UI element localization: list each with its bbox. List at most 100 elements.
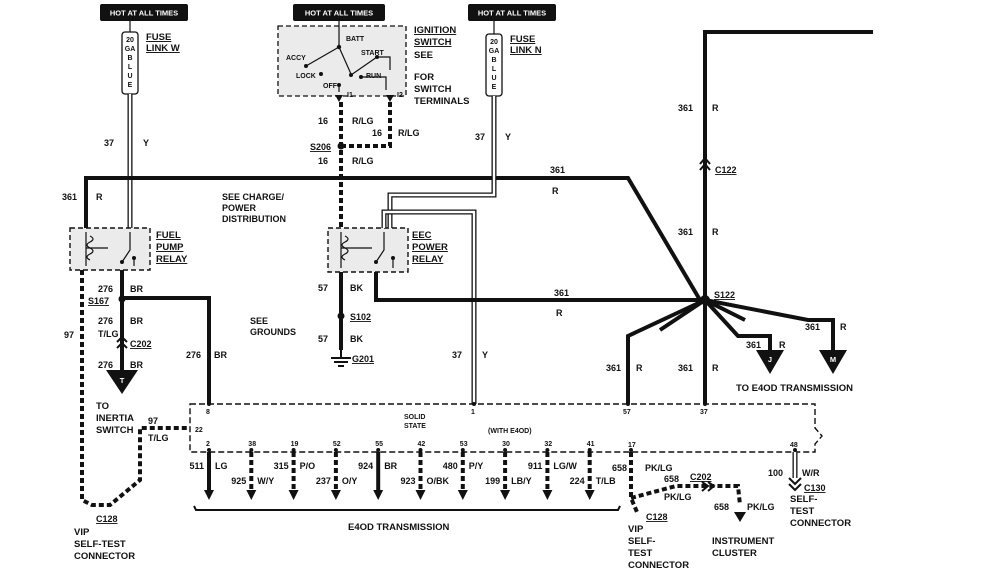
connector-c202-right-label: C202 bbox=[690, 472, 712, 482]
fuse-link-w-gauge: 20 GA B L U E bbox=[125, 37, 136, 89]
output-pin-label: 2 bbox=[206, 441, 210, 448]
wire-16-r-lg bbox=[339, 102, 392, 228]
output-circuit-color: O/BK bbox=[427, 476, 450, 486]
inertia-arrow-letter: T bbox=[120, 376, 125, 385]
label-r-top-right: R bbox=[712, 103, 719, 113]
label-361-j: 361 bbox=[746, 340, 761, 350]
svg-text:TEST: TEST bbox=[628, 548, 652, 559]
svg-text:U: U bbox=[127, 73, 132, 80]
output-wire-2: 2 511 LG bbox=[189, 441, 228, 500]
svg-text:RELAY: RELAY bbox=[156, 254, 188, 265]
ground-g201-label: G201 bbox=[352, 354, 374, 364]
hot-badge-middle: HOT AT ALL TIMES bbox=[293, 4, 385, 21]
fuel-pump-relay-coil bbox=[85, 232, 136, 266]
wire-361-eec bbox=[374, 272, 705, 302]
output-circuit-number: 315 bbox=[274, 461, 289, 471]
label-100: 100 bbox=[768, 468, 783, 478]
output-circuit-color: LB/Y bbox=[511, 476, 532, 486]
label-rlg-b: R/LG bbox=[398, 128, 420, 138]
label-br-a: BR bbox=[130, 284, 143, 294]
label-r-j: R bbox=[779, 340, 786, 350]
svg-text:POWER: POWER bbox=[222, 203, 257, 213]
label-276-d: 276 bbox=[186, 350, 201, 360]
label-r-mid-right: R bbox=[712, 227, 719, 237]
transmission-arrow-m bbox=[819, 350, 847, 374]
label-r-pin57: R bbox=[636, 363, 643, 373]
label-361-fpr: 361 bbox=[62, 192, 77, 202]
label-br-d: BR bbox=[214, 350, 227, 360]
e4od-transmission-label: E4OD TRANSMISSION bbox=[348, 522, 449, 533]
eec-power-relay-coil bbox=[340, 232, 395, 268]
svg-text:PUMP: PUMP bbox=[156, 242, 184, 253]
splice-s122-branches bbox=[626, 298, 835, 404]
output-circuit-number: 924 bbox=[358, 461, 373, 471]
output-pin-label: 52 bbox=[333, 441, 341, 448]
label-361-eec: 361 bbox=[554, 288, 569, 298]
see-charge-label: SEE CHARGE/ POWER DISTRIBUTION bbox=[222, 192, 286, 224]
label-57-a: 57 bbox=[318, 283, 328, 293]
label-97-left: 97 bbox=[64, 330, 74, 340]
wire-361-r-main bbox=[84, 30, 873, 302]
svg-text:SOLID: SOLID bbox=[404, 414, 425, 421]
svg-text:TERMINALS: TERMINALS bbox=[414, 96, 469, 107]
splice-s167-dot bbox=[118, 295, 126, 303]
label-tlg-b: T/LG bbox=[98, 329, 119, 339]
label-wr: W/R bbox=[802, 468, 820, 478]
wire-97-t-lg bbox=[80, 270, 190, 507]
wire-37-y-right bbox=[381, 96, 497, 404]
connector-c130-label: C130 bbox=[804, 483, 826, 493]
connector-c122 bbox=[699, 156, 711, 171]
svg-text:FOR: FOR bbox=[414, 72, 434, 83]
splice-s102-dot bbox=[337, 312, 345, 320]
output-circuit-color: LG bbox=[215, 461, 228, 471]
fuse-link-n-label-1: FUSE bbox=[510, 34, 535, 45]
see-charge-bg bbox=[216, 182, 298, 226]
svg-text:IGNITION: IGNITION bbox=[414, 25, 456, 36]
wire-100-w-r bbox=[788, 448, 802, 492]
svg-text:(WITH E4OD): (WITH E4OD) bbox=[488, 428, 532, 435]
output-circuit-number: 511 bbox=[189, 461, 204, 471]
output-circuit-color: O/Y bbox=[342, 476, 358, 486]
output-circuit-color: P/O bbox=[300, 461, 316, 471]
label-y-right-top: Y bbox=[505, 132, 511, 142]
svg-text:EEC: EEC bbox=[412, 230, 432, 241]
svg-text:START: START bbox=[361, 50, 385, 57]
wire-276-br bbox=[120, 270, 211, 404]
svg-text:RELAY: RELAY bbox=[412, 254, 444, 265]
output-pin-label: 53 bbox=[460, 441, 468, 448]
svg-text:GROUNDS: GROUNDS bbox=[250, 327, 296, 337]
label-tlg-right: T/LG bbox=[148, 433, 169, 443]
svg-text:STATE: STATE bbox=[404, 423, 426, 430]
label-pklg-c: PK/LG bbox=[747, 502, 775, 512]
module-pins-top: 8 1 57 37 22 bbox=[195, 402, 708, 434]
output-pin-label: 38 bbox=[248, 441, 256, 448]
svg-text:U: U bbox=[491, 75, 496, 82]
pin-17-label: 17 bbox=[628, 442, 636, 449]
svg-text:CLUSTER: CLUSTER bbox=[712, 548, 757, 559]
svg-text:SELF-: SELF- bbox=[628, 536, 655, 547]
fuse-link-w-label-2: LINK W bbox=[146, 43, 180, 54]
svg-text:SELF-TEST: SELF-TEST bbox=[74, 539, 126, 550]
output-circuit-number: 925 bbox=[231, 476, 246, 486]
svg-text:B: B bbox=[491, 57, 496, 64]
label-rlg-a: R/LG bbox=[352, 116, 374, 126]
label-16-a: 16 bbox=[318, 116, 328, 126]
output-pin-label: 42 bbox=[418, 441, 426, 448]
svg-text:TO: TO bbox=[96, 401, 109, 412]
pin-48-label: 48 bbox=[790, 442, 798, 449]
label-361-top-right: 361 bbox=[678, 103, 693, 113]
e4od-bracket bbox=[193, 505, 621, 511]
output-circuit-color: P/Y bbox=[469, 461, 484, 471]
svg-text:I1: I1 bbox=[347, 92, 353, 99]
label-57-b: 57 bbox=[318, 334, 328, 344]
label-rlg-c: R/LG bbox=[352, 156, 374, 166]
svg-text:CONNECTOR: CONNECTOR bbox=[790, 518, 851, 529]
